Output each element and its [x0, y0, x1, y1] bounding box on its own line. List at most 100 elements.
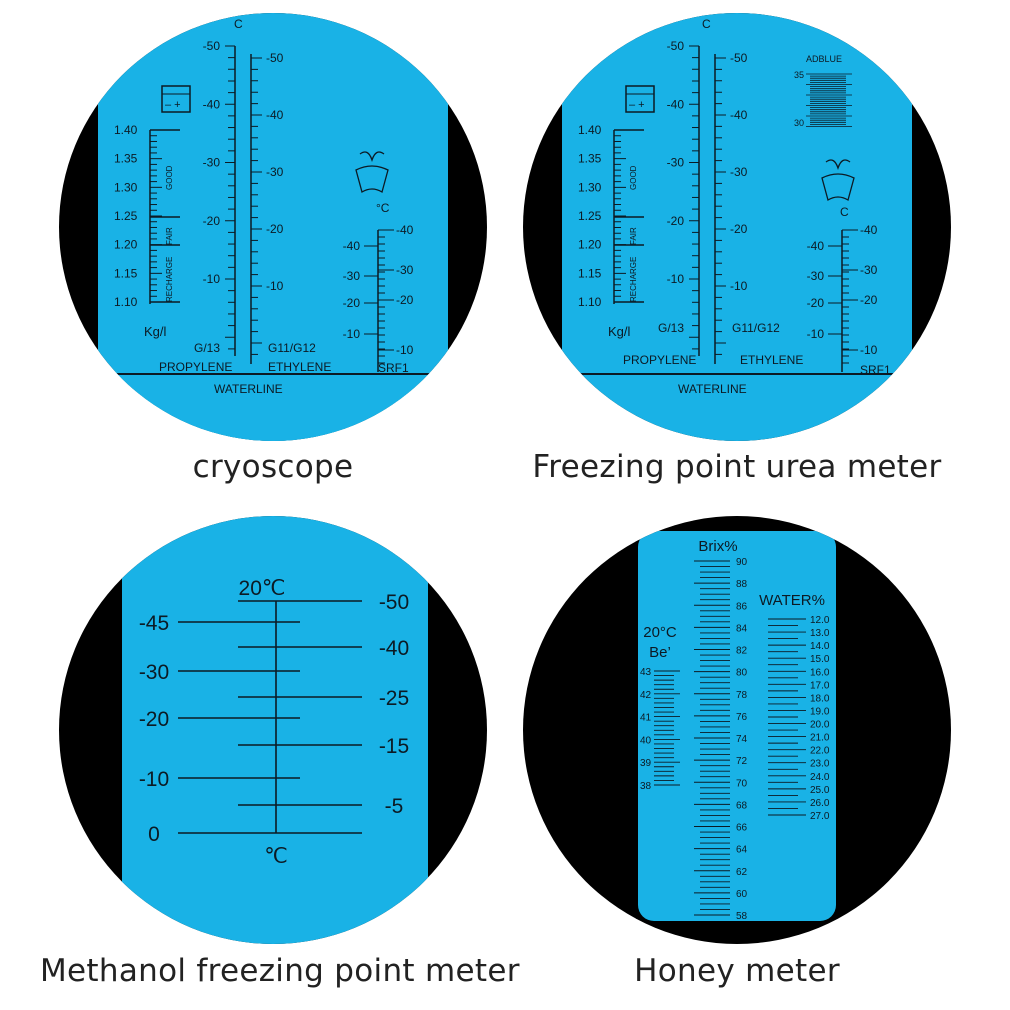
ethylene-scale-label: -30 [266, 165, 284, 179]
water-scale-label: 18.0 [810, 693, 830, 704]
propylene-label: PROPYLENE [623, 353, 696, 367]
brix-scale-label: 78 [736, 690, 748, 701]
water-scale-label: 27.0 [810, 811, 830, 822]
g11-label: G11/G12 [268, 341, 316, 355]
svg-text:– +: – + [165, 99, 181, 111]
band-recharge-label: RECHARGE [629, 257, 638, 302]
left-scale-label: 0 [148, 823, 160, 846]
be-temp-label: 20°C [643, 624, 677, 641]
be-scale-label: 42 [640, 690, 652, 701]
brix-scale-label: 62 [736, 867, 748, 878]
density-scale-label: 1.20 [114, 238, 138, 252]
srf-right-scale-label: -20 [396, 293, 414, 307]
srf-left-scale-label: -30 [807, 269, 825, 283]
ethylene-label: ETHYLENE [268, 360, 331, 374]
propylene-scale-label: -50 [667, 39, 685, 53]
adblue-scale-30: 30 [794, 118, 804, 128]
g13-label: G/13 [194, 341, 220, 355]
kg-unit-label: Kg/l [144, 324, 167, 339]
brix-scale-label: 82 [736, 646, 748, 657]
srf-unit-label: C [840, 205, 849, 219]
water-scale-label: 16.0 [810, 667, 830, 678]
left-scale-label: -45 [139, 612, 169, 635]
srf-right-scale-label: -10 [860, 343, 878, 357]
brix-scale-label: 68 [736, 800, 748, 811]
water-scale-label: 20.0 [810, 720, 830, 731]
brix-scale-label: 70 [736, 778, 748, 789]
brix-scale-label: 60 [736, 889, 748, 900]
brix-scale-label: 86 [736, 601, 748, 612]
ethylene-scale-label: -40 [266, 108, 284, 122]
propylene-scale-label: -40 [203, 97, 221, 111]
left-scale-label: -30 [139, 661, 169, 684]
ethylene-scale-label: -10 [266, 279, 284, 293]
adblue-label: ADBLUE [806, 54, 842, 64]
density-scale-label: 1.10 [578, 295, 602, 309]
methanol-meter-caption: Methanol freezing point meter [40, 953, 520, 989]
density-scale-label: 1.20 [578, 238, 602, 252]
srf-right-scale-label: -10 [396, 343, 414, 357]
methanol-meter-reticle: 20℃ -45-30-20-100-50-40-25-15-5 ℃ [59, 516, 487, 944]
ethylene-label: ETHYLENE [740, 353, 803, 367]
srf1-label: SRF1 [860, 363, 891, 377]
brix-scale-label: 88 [736, 579, 748, 590]
right-scale-label: -25 [379, 687, 409, 710]
srf-right-scale-label: -20 [860, 293, 878, 307]
cryoscope-caption: cryoscope [192, 449, 354, 485]
srf-left-scale-label: -30 [343, 269, 361, 283]
brix-scale-label: 66 [736, 823, 748, 834]
celsius-top-label: C [234, 17, 243, 31]
propylene-scale-label: -20 [203, 214, 221, 228]
water-scale-label: 19.0 [810, 706, 830, 717]
propylene-scale-label: -10 [203, 272, 221, 286]
left-scale-label: -20 [139, 708, 169, 731]
g11-label: G11/G12 [732, 321, 780, 335]
water-scale-label: 15.0 [810, 654, 830, 665]
water-scale-label: 14.0 [810, 641, 830, 652]
srf1-label: SRF1 [378, 361, 409, 375]
density-scale-label: 1.35 [114, 152, 138, 166]
water-scale-label: 23.0 [810, 759, 830, 770]
be-label: Be’ [649, 644, 671, 661]
ethylene-scale-label: -30 [730, 165, 748, 179]
water-scale-label: 25.0 [810, 785, 830, 796]
band-recharge-label: RECHARGE [165, 257, 174, 302]
water-scale-label: 26.0 [810, 798, 830, 809]
right-scale-label: -15 [379, 735, 409, 758]
brix-scale-label: 90 [736, 557, 748, 568]
srf-left-scale-label: -10 [343, 327, 361, 341]
water-scale-label: 21.0 [810, 733, 830, 744]
urea-meter-reticle: – + 1.401.351.301.251.201.151.10 GOOD FA… [523, 13, 951, 441]
density-scale-label: 1.10 [114, 295, 138, 309]
band-fair-label: FAIR [629, 227, 638, 245]
ethylene-scale-label: -50 [730, 51, 748, 65]
srf-right-scale-label: -30 [860, 263, 878, 277]
svg-text:– +: – + [629, 99, 645, 111]
be-scale-label: 39 [640, 758, 652, 769]
methanol-top-label: 20℃ [239, 577, 286, 600]
adblue-scale-35: 35 [794, 70, 804, 80]
right-scale-label: -5 [385, 795, 404, 818]
srf-left-scale-label: -20 [343, 296, 361, 310]
band-good-label: GOOD [165, 165, 174, 190]
battery-icon: – + [161, 85, 191, 113]
cryoscope-reticle: – + 1.401.351.301.251.201.151.10 GOOD FA… [59, 13, 487, 441]
honey-meter-caption: Honey meter [634, 953, 840, 989]
right-scale-label: -40 [379, 637, 409, 660]
propylene-scale-label: -30 [667, 156, 685, 170]
density-scale-label: 1.25 [114, 209, 138, 223]
brix-label: Brix% [698, 538, 737, 555]
brix-scale-label: 84 [736, 623, 748, 634]
be-scale-label: 40 [640, 735, 652, 746]
battery-icon: – + [625, 85, 655, 113]
ethylene-scale-label: -10 [730, 279, 748, 293]
left-scale-label: -10 [139, 768, 169, 791]
density-scale-label: 1.15 [114, 266, 138, 280]
g13-label: G/13 [658, 321, 684, 335]
srf-unit-label: °C [376, 201, 390, 215]
density-scale-label: 1.15 [578, 266, 602, 280]
water-scale-label: 22.0 [810, 746, 830, 757]
brix-scale-label: 64 [736, 845, 748, 856]
